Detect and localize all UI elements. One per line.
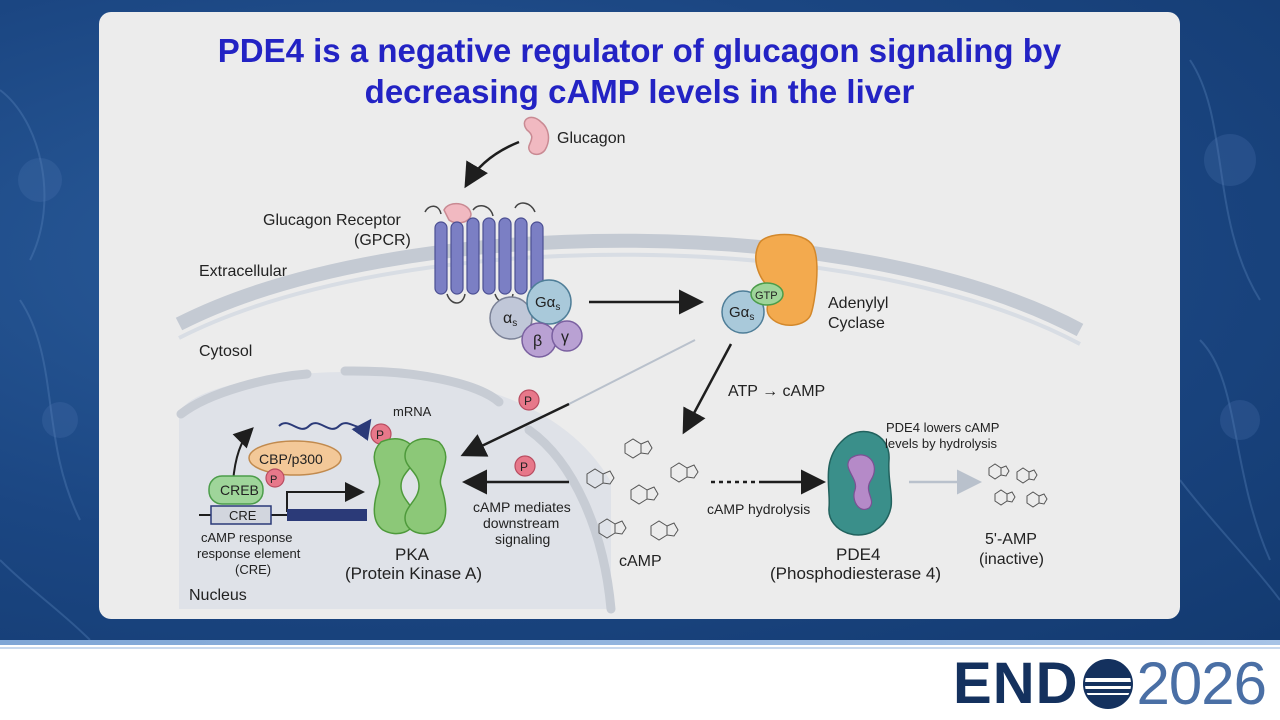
footer-stripe xyxy=(0,640,1280,645)
slide-card: PDE4 is a negative regulator of glucagon… xyxy=(99,12,1180,619)
pde4-label-line2: (Phosphodiesterase 4) xyxy=(770,564,941,583)
gene-box xyxy=(287,509,367,521)
plasma-membrane-inner xyxy=(178,252,1081,346)
phospho-label-1: P xyxy=(524,394,532,408)
mrna-label: mRNA xyxy=(393,404,432,419)
background-texture xyxy=(0,59,1280,640)
camp-molecule-icon xyxy=(586,438,699,541)
camp-label: cAMP xyxy=(619,553,662,570)
gamma-label: γ xyxy=(561,329,569,346)
ac-to-pka-grey-line xyxy=(568,339,696,405)
pathway-diagram: Extracellular Cytosol Nucleus Glucagon G… xyxy=(175,116,1084,614)
nucleus-label: Nucleus xyxy=(189,587,247,604)
adenylyl-label-line1: Adenylyl xyxy=(828,295,888,312)
receptor-label-line2: (GPCR) xyxy=(354,232,411,249)
pka-activation-arrow xyxy=(460,402,570,457)
cbp-p300 xyxy=(248,440,342,476)
galpha-s-subunit xyxy=(526,279,572,325)
gamma-subunit xyxy=(551,320,583,352)
logo-year: 2026 xyxy=(1136,650,1267,717)
pde4-note-line2: levels by hydrolysis xyxy=(885,436,997,451)
phospho-label-4: P xyxy=(270,474,277,486)
cbp-label: CBP/p300 xyxy=(259,451,323,467)
cre-desc-line1: cAMP response xyxy=(201,530,293,545)
phospho-label-2: P xyxy=(520,460,528,474)
receptor-icon xyxy=(424,202,549,311)
glucagon-arrow xyxy=(464,140,520,189)
amp-molecule-icon xyxy=(988,463,1048,508)
nuclear-envelope-right xyxy=(340,366,504,407)
ac-to-camp-arrow xyxy=(682,343,733,435)
gtp-label: GTP xyxy=(755,290,778,302)
pka-label-line2: (Protein Kinase A) xyxy=(345,564,482,583)
adenylyl-cyclase-icon xyxy=(755,233,818,326)
cre-box xyxy=(210,505,272,525)
slide-title-line2: decreasing cAMP levels in the liver xyxy=(364,73,915,110)
phospho-label-3: P xyxy=(376,428,384,442)
adenylyl-label-line2: Cyclase xyxy=(828,315,885,332)
creb-label: CREB xyxy=(220,482,259,498)
slide-title: PDE4 is a negative regulator of glucagon… xyxy=(99,30,1180,112)
cre-label: CRE xyxy=(229,508,257,523)
glucagon-label: Glucagon xyxy=(557,130,626,147)
footer-bar: END 2026 xyxy=(0,640,1280,720)
nuclear-envelope-edge xyxy=(524,425,616,614)
mediates-label-line3: signaling xyxy=(495,531,550,547)
pde4-note-line1: PDE4 lowers cAMP xyxy=(886,420,999,435)
receptor-label-line1: Glucagon Receptor xyxy=(263,212,402,229)
glucagon-icon xyxy=(523,116,550,156)
promoter-arrow xyxy=(286,482,365,512)
slide-title-line1: PDE4 is a negative regulator of glucagon… xyxy=(217,32,1062,69)
mrna-wave xyxy=(278,418,372,441)
amp-label-line2: (inactive) xyxy=(979,551,1044,568)
cytosol-label: Cytosol xyxy=(199,343,252,360)
cre-desc-line3: (CRE) xyxy=(235,562,271,577)
atp-camp-label: ATP → cAMP xyxy=(728,383,825,400)
gtp-badge xyxy=(750,282,784,306)
beta-label: β xyxy=(533,333,542,350)
plasma-membrane xyxy=(175,233,1084,337)
endo-2026-logo: END 2026 xyxy=(953,650,1267,717)
mediates-label-line2: downstream xyxy=(483,515,559,531)
phospho-icon: P xyxy=(518,389,540,411)
phospho-icon: P xyxy=(265,468,285,488)
creb-box xyxy=(208,475,264,505)
hydrolysis-label: cAMP hydrolysis xyxy=(707,501,810,517)
amp-label-line1: 5'-AMP xyxy=(985,531,1037,548)
pka-icon xyxy=(373,438,447,535)
nuclear-envelope-outer xyxy=(176,369,312,419)
pde4-active-site xyxy=(847,454,875,510)
galpha-s-active xyxy=(721,290,765,334)
galpha-s-active-label: Gαs xyxy=(729,304,754,323)
footer-stripe-thin xyxy=(0,647,1280,649)
pka-label-line1: PKA xyxy=(395,545,430,564)
mediates-label-line1: cAMP mediates xyxy=(473,499,571,515)
pde4-label-line1: PDE4 xyxy=(836,545,880,564)
cre-desc-line2: response element xyxy=(197,546,301,561)
alpha-s-subunit xyxy=(489,296,533,340)
galpha-s-label: Gαs xyxy=(535,294,560,313)
phospho-icon: P xyxy=(514,455,536,477)
alpha-s-label: αs xyxy=(503,310,517,329)
logo-word: END xyxy=(953,651,1079,716)
extracellular-label: Extracellular xyxy=(199,263,288,280)
globe-icon xyxy=(1081,659,1134,709)
